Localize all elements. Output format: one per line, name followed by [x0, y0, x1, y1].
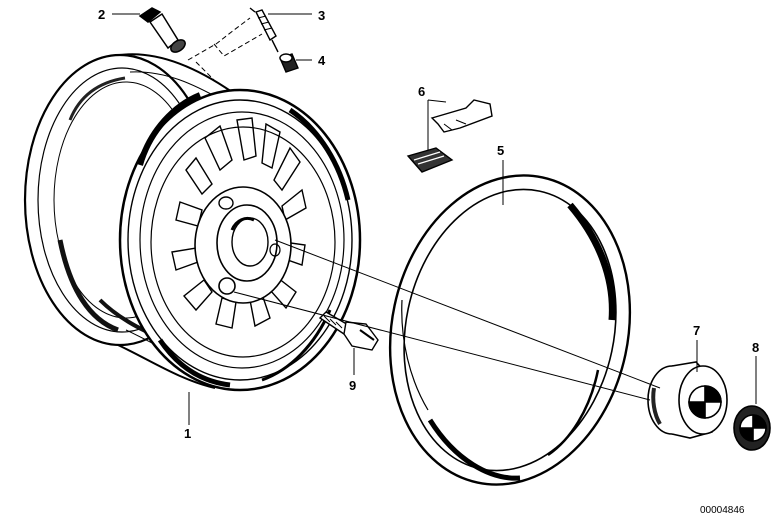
leader-lines — [112, 13, 757, 425]
trim-clip-pad — [406, 147, 454, 173]
callout-5: 5 — [497, 143, 504, 158]
callout-3: 3 — [318, 8, 325, 23]
wheel-rim — [23, 53, 362, 392]
hub-cap — [647, 361, 728, 439]
callout-8: 8 — [752, 340, 759, 355]
callout-6: 6 — [418, 84, 425, 99]
trim-ring — [388, 174, 632, 486]
reference-number: 00004846 — [700, 505, 745, 516]
trim-clip — [430, 99, 493, 133]
callout-2: 2 — [98, 7, 105, 22]
assembly-axis-lines — [233, 239, 661, 401]
valve-assembly-bracket — [187, 17, 263, 81]
callout-7: 7 — [693, 323, 700, 338]
tire-valve — [138, 7, 186, 53]
wheel-hub — [194, 186, 292, 304]
valve-cap — [279, 53, 299, 73]
callout-1: 1 — [184, 426, 191, 441]
emblem-badge — [733, 405, 771, 451]
wheel-bolt — [318, 311, 379, 351]
callout-9: 9 — [349, 378, 356, 393]
callout-4: 4 — [318, 53, 326, 68]
valve-core — [249, 7, 279, 53]
